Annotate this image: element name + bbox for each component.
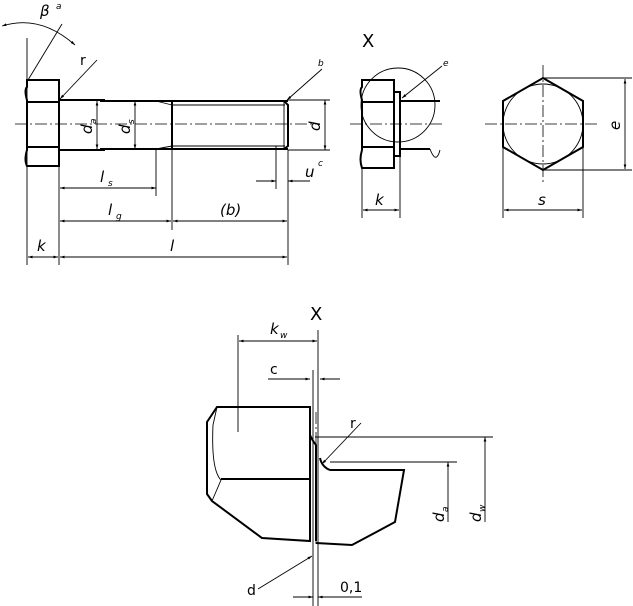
- detail-x-title: X: [310, 304, 322, 325]
- d-note: d: [247, 583, 256, 599]
- da-label: d: [78, 124, 96, 134]
- svg-text:w: w: [478, 504, 488, 512]
- gap-label: 0,1: [340, 580, 362, 596]
- beta-label: β: [39, 2, 50, 20]
- k-label: k: [37, 237, 47, 255]
- u-note: c: [318, 159, 323, 169]
- x-ref-label: X: [362, 31, 374, 52]
- svg-text:g: g: [116, 212, 122, 222]
- kw-label: k: [270, 320, 280, 338]
- svg-text:s: s: [127, 119, 137, 124]
- dw-label: d: [467, 512, 485, 522]
- beta-note: a: [56, 2, 62, 12]
- da-label-2: d: [430, 512, 448, 522]
- svg-text:a: a: [89, 118, 99, 124]
- l-label: l: [170, 237, 175, 255]
- side-view: β a r b da ds d l s u c l g (b) k l: [1, 2, 330, 265]
- c-label: c: [270, 362, 278, 378]
- b-paren-label: (b): [220, 201, 241, 219]
- svg-text:s: s: [108, 179, 113, 189]
- detail-x-view: X k w c r da dw d 0,1: [206, 304, 493, 606]
- svg-text:a: a: [441, 506, 451, 512]
- u-label: u: [305, 163, 315, 181]
- r-label-2: r: [350, 416, 356, 432]
- e-label: e: [606, 121, 624, 130]
- ls-label: l: [100, 168, 105, 186]
- e-note: e: [443, 59, 449, 69]
- lg-label: l: [108, 201, 113, 219]
- k-label-2: k: [375, 191, 385, 209]
- d-label: d: [306, 121, 324, 131]
- detail-reference-view: X e k: [350, 31, 449, 218]
- end-view: e s: [485, 65, 632, 218]
- r-label: r: [80, 53, 86, 69]
- ds-label: d: [116, 124, 134, 134]
- svg-text:w: w: [280, 331, 288, 341]
- b-note: b: [318, 59, 324, 69]
- s-label: s: [538, 191, 546, 209]
